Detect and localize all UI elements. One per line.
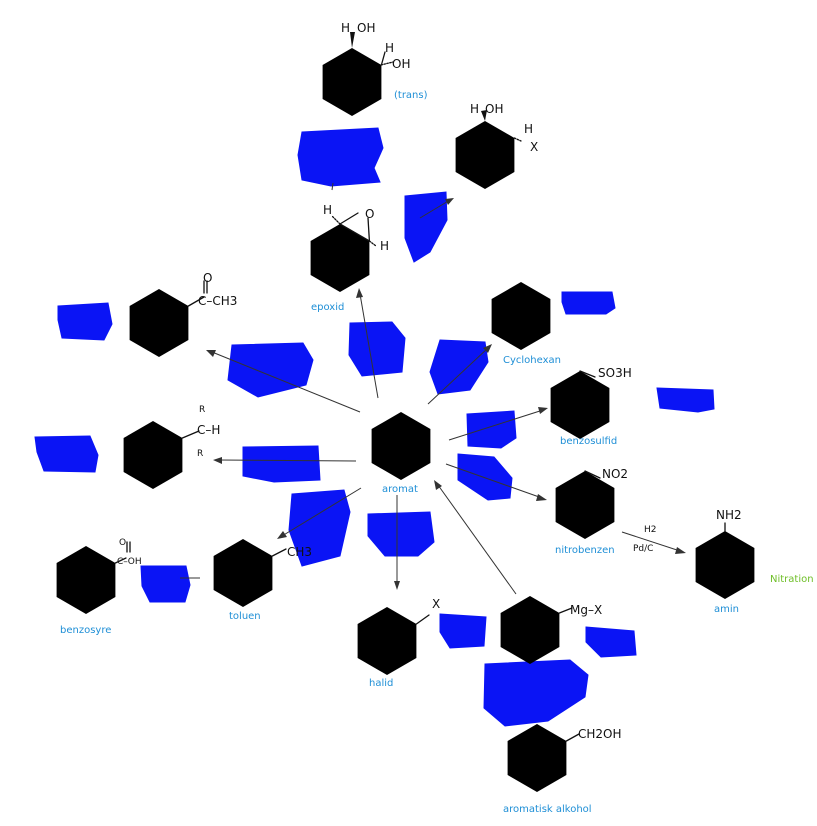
toluene-label: toluen xyxy=(229,611,261,622)
diol-h2: H xyxy=(385,41,394,55)
arrow-to-sulfonic xyxy=(448,407,548,441)
halohydrin-oh: OH xyxy=(485,102,503,116)
benzene-center xyxy=(371,412,431,480)
scribble-halide-note xyxy=(439,613,487,649)
toluene-ch3: CH3 xyxy=(287,545,312,559)
cyclohexane-label: Cyclohexan xyxy=(503,355,561,366)
grignard-formula: Mg–X xyxy=(570,603,602,617)
scribble-trans-diol xyxy=(297,127,384,187)
halohydrin-molecule xyxy=(455,110,522,189)
scribble-acetyl xyxy=(57,302,113,341)
alkyl-r-top: R xyxy=(199,405,205,415)
arrow-to-epoxide xyxy=(356,288,379,399)
epoxide-o: O xyxy=(365,207,374,221)
sulfonic-label: benzosulfid xyxy=(560,436,617,447)
reagent-h2: H2 xyxy=(644,525,657,535)
acetophenone-molecule xyxy=(129,280,208,357)
scribble-acylation xyxy=(227,342,314,398)
scribble-grignard-reaction xyxy=(483,659,589,727)
nitrobenzene-molecule xyxy=(555,470,615,539)
arrow-to-cyclohexane xyxy=(427,344,492,405)
halohydrin-h2: H xyxy=(524,122,533,136)
diol-h1: H xyxy=(341,21,350,35)
halide-x: X xyxy=(432,597,440,611)
nitro-formula: NO2 xyxy=(602,467,628,481)
benzoic-o: O xyxy=(119,538,126,548)
amine-label: amin xyxy=(714,604,739,615)
epoxide-label: epoxid xyxy=(311,302,344,313)
benzoic-acid-molecule xyxy=(56,541,131,614)
alcohol-formula: CH2OH xyxy=(578,727,622,741)
diol-oh2: OH xyxy=(392,57,410,71)
scribble-cyclohexane-note xyxy=(561,291,616,315)
diol-oh1: OH xyxy=(357,21,375,35)
aromat-label: aromat xyxy=(382,484,418,495)
arrow-nitro-to-amine xyxy=(621,531,686,554)
scribble-epoxidation xyxy=(348,321,406,377)
epoxide-h2: H xyxy=(380,239,389,253)
scribble-nitration xyxy=(457,453,513,501)
benzoic-label: benzosyre xyxy=(60,625,111,636)
arrow-to-nitrobenzene xyxy=(445,463,547,501)
halobenzene-molecule xyxy=(357,607,430,675)
scribble-marks xyxy=(34,127,715,727)
arrow-grignard-to-aromat xyxy=(434,480,517,595)
arrow-to-halide xyxy=(394,495,400,590)
alcohol-label: aromatisk alkohol xyxy=(503,804,592,815)
scribble-sulfonic-note xyxy=(656,387,715,413)
arrow-to-halohydrin xyxy=(419,198,454,219)
alkyl-c: C–H xyxy=(197,423,220,437)
acetyl-ch3: C–CH3 xyxy=(198,294,237,308)
epoxide-h1: H xyxy=(323,203,332,217)
sulfonic-formula: SO3H xyxy=(598,366,632,380)
arrow-to-alkylbenzene xyxy=(213,457,357,464)
arrow-to-toluene xyxy=(277,487,362,539)
halohydrin-x: X xyxy=(530,140,538,154)
scribble-methylation xyxy=(288,489,351,567)
reaction-arrows xyxy=(180,182,686,595)
cyclohexane-molecule xyxy=(491,282,551,350)
alkyl-r-bot: R xyxy=(197,449,203,459)
arrow-to-trans-diol xyxy=(331,182,334,191)
halohydrin-h1: H xyxy=(470,102,479,116)
aniline-molecule xyxy=(695,522,755,599)
toluene-molecule xyxy=(213,539,287,607)
scribble-oxidation xyxy=(140,565,191,603)
aromatic-alcohol-molecule xyxy=(507,724,580,792)
sulfonic-molecule xyxy=(550,370,610,439)
nitro-label: nitrobenzen xyxy=(555,545,615,556)
trans-diol-molecule xyxy=(322,32,394,116)
reagent-pdc: Pd/C xyxy=(633,544,653,554)
scribble-halogenation xyxy=(367,511,435,557)
scribble-alkylation xyxy=(242,445,321,483)
trans-note: (trans) xyxy=(394,90,428,101)
nitration-note: Nitration xyxy=(770,574,814,585)
benzoic-c-oh: C–OH xyxy=(117,557,142,567)
amine-formula: NH2 xyxy=(716,508,742,522)
alkylbenzene-molecule xyxy=(123,421,200,489)
scribble-sulfonation xyxy=(466,410,517,449)
scribble-hydrogenation xyxy=(429,339,489,395)
arrow-to-acetophenone xyxy=(206,350,361,413)
acetyl-o: O xyxy=(203,271,212,285)
scribble-halohydrin xyxy=(404,191,448,263)
scribble-alkyl-note xyxy=(34,435,99,473)
grignard-molecule xyxy=(500,596,573,664)
epoxide-molecule xyxy=(310,212,377,292)
halide-label: halid xyxy=(369,678,393,689)
scribble-grignard-note xyxy=(585,626,637,658)
